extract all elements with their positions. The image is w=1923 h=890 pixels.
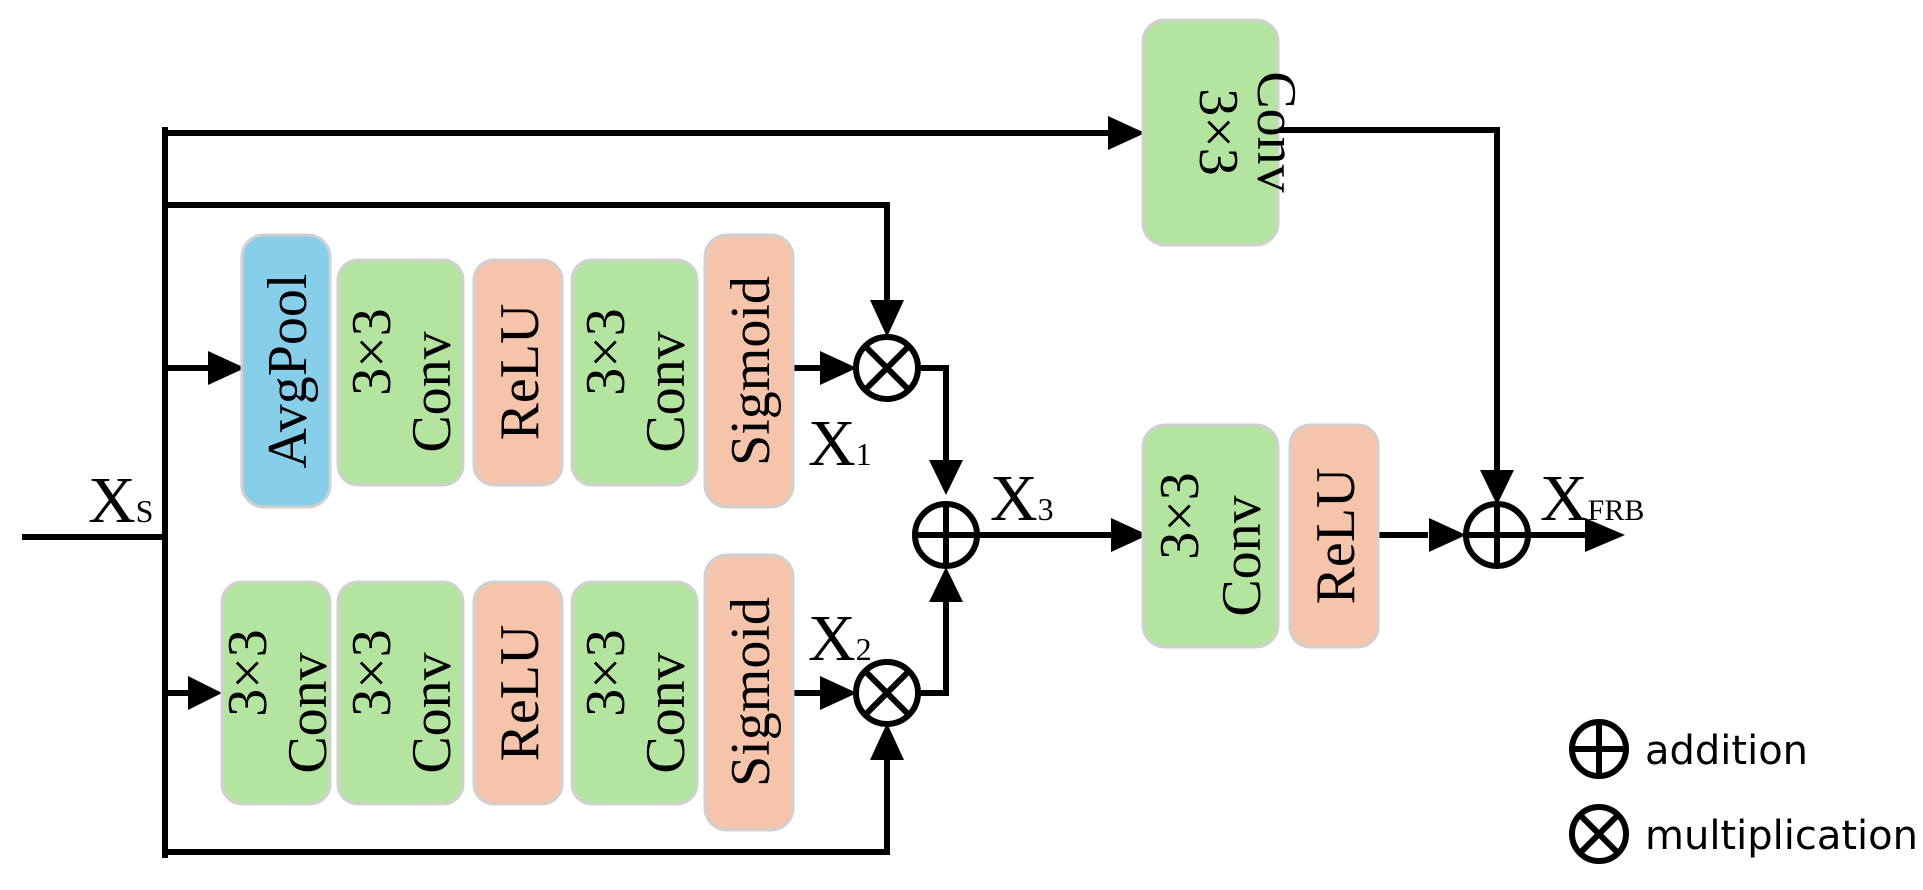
upper-relu-label: ReLU: [489, 304, 551, 441]
upper-conv2-name-label: Conv: [635, 331, 697, 452]
arrow-to-lower-mul-left: [820, 676, 857, 710]
top-conv-to-add-wire: [1269, 127, 1500, 483]
lower-conv2-block: 3×3 Conv: [570, 580, 699, 806]
svg-text:X2: X2: [808, 602, 872, 675]
arrow-to-upper-mul-top: [870, 300, 904, 337]
label-x3: X3: [990, 462, 1054, 535]
arrow-to-final-add-left: [1429, 518, 1466, 552]
avgpool-label: AvgPool: [257, 274, 319, 469]
top-conv-block: 3×3 Conv: [1141, 18, 1307, 247]
legend-multiplication-icon: [1569, 804, 1629, 864]
legend: addition multiplication: [1569, 719, 1918, 864]
legend-multiplication-label: multiplication: [1645, 813, 1918, 859]
lower-multiply-operator: [853, 659, 921, 727]
label-xfrb: XFRB: [1540, 462, 1644, 535]
svg-text:X3: X3: [990, 462, 1054, 535]
legend-addition-icon: [1569, 719, 1629, 779]
svg-text:X1: X1: [808, 407, 872, 480]
lower-sigmoid-block: Sigmoid: [703, 553, 795, 832]
arrow-to-lower-conv: [188, 676, 222, 710]
upper-sigmoid-block: Sigmoid: [703, 233, 795, 509]
connection-wires: [22, 127, 1588, 858]
upper-multiply-operator: [853, 334, 921, 402]
merge-conv-name-label: Conv: [1211, 495, 1273, 616]
upper-conv2-block: 3×3 Conv: [570, 258, 699, 487]
lower-conv2-kernel-label: 3×3: [575, 629, 637, 717]
lower-conv2-name-label: Conv: [635, 652, 697, 773]
final-addition-operator: [1463, 501, 1531, 569]
top-conv-kernel-label: 3×3: [1187, 88, 1249, 176]
lower-sigmoid-label: Sigmoid: [720, 597, 782, 787]
skip-to-lower-mul-wire: [162, 757, 890, 855]
merge-relu-block: ReLU: [1288, 423, 1380, 649]
lower-relu-block: ReLU: [472, 580, 564, 806]
middle-addition-operator: [912, 501, 980, 569]
lower-conv1-block: 3×3 Conv: [336, 580, 465, 806]
lower-conv1-kernel-label: 3×3: [341, 629, 403, 717]
lower-conv1-name-label: Conv: [401, 652, 463, 773]
arrow-to-merge-conv: [1111, 518, 1148, 552]
upper-relu-block: ReLU: [472, 258, 564, 487]
label-xs: XS: [88, 464, 153, 537]
upper-conv1-name-label: Conv: [401, 331, 463, 452]
lower-conv0-block: 3×3 Conv: [217, 580, 339, 806]
upper-conv2-kernel-label: 3×3: [575, 308, 637, 396]
arrow-to-top-conv: [1108, 116, 1145, 150]
svg-text:XFRB: XFRB: [1540, 462, 1644, 535]
arrow-to-avgpool: [208, 351, 245, 385]
merge-conv-block: 3×3 Conv: [1141, 423, 1280, 649]
skip-to-upper-mul-wire: [162, 202, 890, 308]
upper-sigmoid-label: Sigmoid: [720, 276, 782, 466]
lower-relu-label: ReLU: [489, 625, 551, 762]
upper-conv1-kernel-label: 3×3: [341, 308, 403, 396]
arrowheads: [188, 116, 1625, 760]
merge-conv-kernel-label: 3×3: [1149, 472, 1211, 560]
merge-relu-label: ReLU: [1305, 468, 1367, 605]
arrow-to-lower-mul-bottom: [870, 723, 904, 760]
arrow-output: [1585, 518, 1625, 552]
upper-avgpool-block: AvgPool: [240, 233, 332, 509]
arrow-to-final-add-top: [1480, 470, 1514, 505]
lower-conv0-kernel-label: 3×3: [217, 629, 279, 717]
label-x1: X1: [808, 407, 872, 480]
lower-mul-to-add-wire: [915, 592, 949, 696]
svg-text:XS: XS: [88, 464, 153, 537]
arrow-to-add-bottom: [929, 567, 963, 602]
upper-mul-to-add-wire: [915, 365, 949, 468]
top-conv-name-label: Conv: [1245, 71, 1307, 192]
upper-conv1-block: 3×3 Conv: [336, 258, 465, 487]
arrow-to-upper-mul-left: [820, 351, 857, 385]
label-x2: X2: [808, 602, 872, 675]
arrow-to-add-top: [929, 460, 963, 495]
lower-conv0-name-label: Conv: [277, 652, 339, 773]
legend-addition-label: addition: [1645, 728, 1808, 774]
